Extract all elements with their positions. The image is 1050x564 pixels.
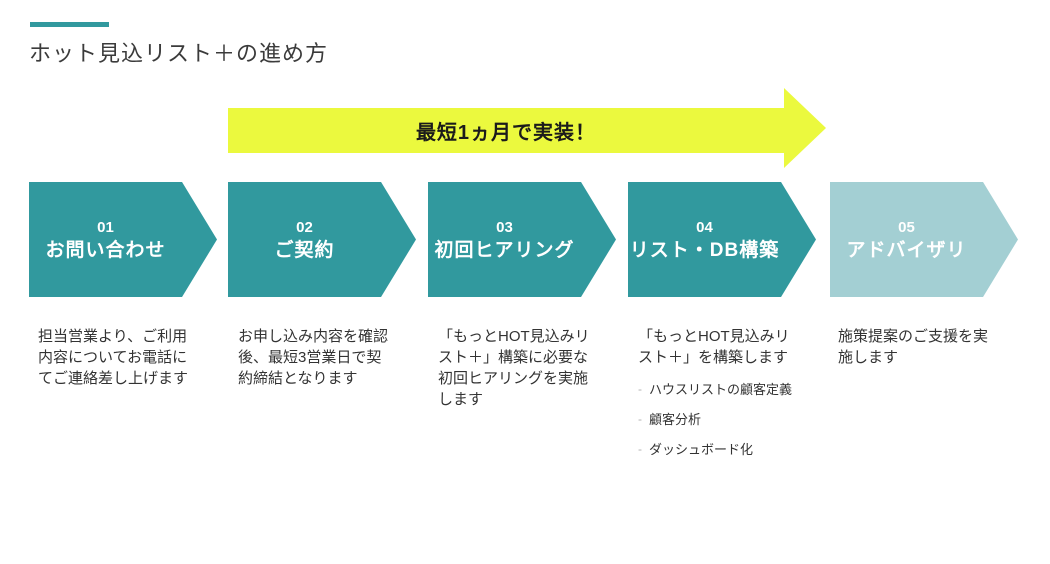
step-label: リスト・DB構築 [629,239,780,261]
step-label: ご契約 [274,239,335,261]
description-text: 担当営業より、ご利用 内容についてお電話に てご連絡差し上げます [38,328,189,387]
banner-arrow-head-icon [784,88,826,168]
description-text: 施策提案のご支援を実 施します [838,328,989,366]
step-label: アドバイザリ [846,239,967,261]
step-label: お問い合わせ [45,239,166,261]
list-item: - ダッシュボード化 [638,441,824,458]
step-description-inquiry: 担当営業より、ご利用 内容についてお電話に てご連絡差し上げます [38,326,224,389]
db-build-bullet-list: - ハウスリストの顧客定義 - 顧客分析 - ダッシュボード化 [638,381,824,458]
bullet-text: ダッシュボード化 [649,442,754,457]
step-description-db-build: 「もっとHOT見込みリ スト＋」を構築します - ハウスリストの顧客定義 - 顧… [638,326,824,471]
step-chevron-hearing: 03 初回ヒアリング [428,182,616,297]
list-item: - 顧客分析 [638,411,824,428]
description-text: お申し込み内容を確認 後、最短3営業日で契 約締結となります [238,328,389,387]
step-number: 05 [898,218,915,236]
step-description-advisory: 施策提案のご支援を実 施します [838,326,1024,368]
implementation-banner-arrow: 最短1ヵ月で実装！ [228,88,826,168]
step-description-hearing: 「もっとHOT見込みリ スト＋」構築に必要な 初回ヒアリングを実施 します [438,326,624,410]
step-number: 03 [496,218,513,236]
step-number: 02 [296,218,313,236]
dash-bullet-icon: - [638,412,642,426]
bullet-text: 顧客分析 [649,412,702,427]
bullet-text: ハウスリストの顧客定義 [649,382,793,397]
description-text: 「もっとHOT見込みリ スト＋」構築に必要な 初回ヒアリングを実施 します [438,328,590,408]
banner-arrow-body [228,108,784,153]
dash-bullet-icon: - [638,442,642,456]
step-description-contract: お申し込み内容を確認 後、最短3営業日で契 約締結となります [238,326,424,389]
step-label: 初回ヒアリング [434,239,575,261]
step-chevron-advisory: 05 アドバイザリ [830,182,1018,297]
step-chevron-inquiry: 01 お問い合わせ [29,182,217,297]
step-chevron-db-build: 04 リスト・DB構築 [628,182,816,297]
list-item: - ハウスリストの顧客定義 [638,381,824,398]
step-chevron-contract: 02 ご契約 [228,182,416,297]
title-accent-line [30,22,109,27]
page-title: ホット見込リスト＋の進め方 [29,41,329,66]
step-number: 04 [696,218,713,236]
step-number: 01 [97,218,114,236]
banner-label: 最短1ヵ月で実装！ [415,122,597,144]
description-text: 「もっとHOT見込みリ スト＋」を構築します [638,328,790,366]
dash-bullet-icon: - [638,382,642,396]
